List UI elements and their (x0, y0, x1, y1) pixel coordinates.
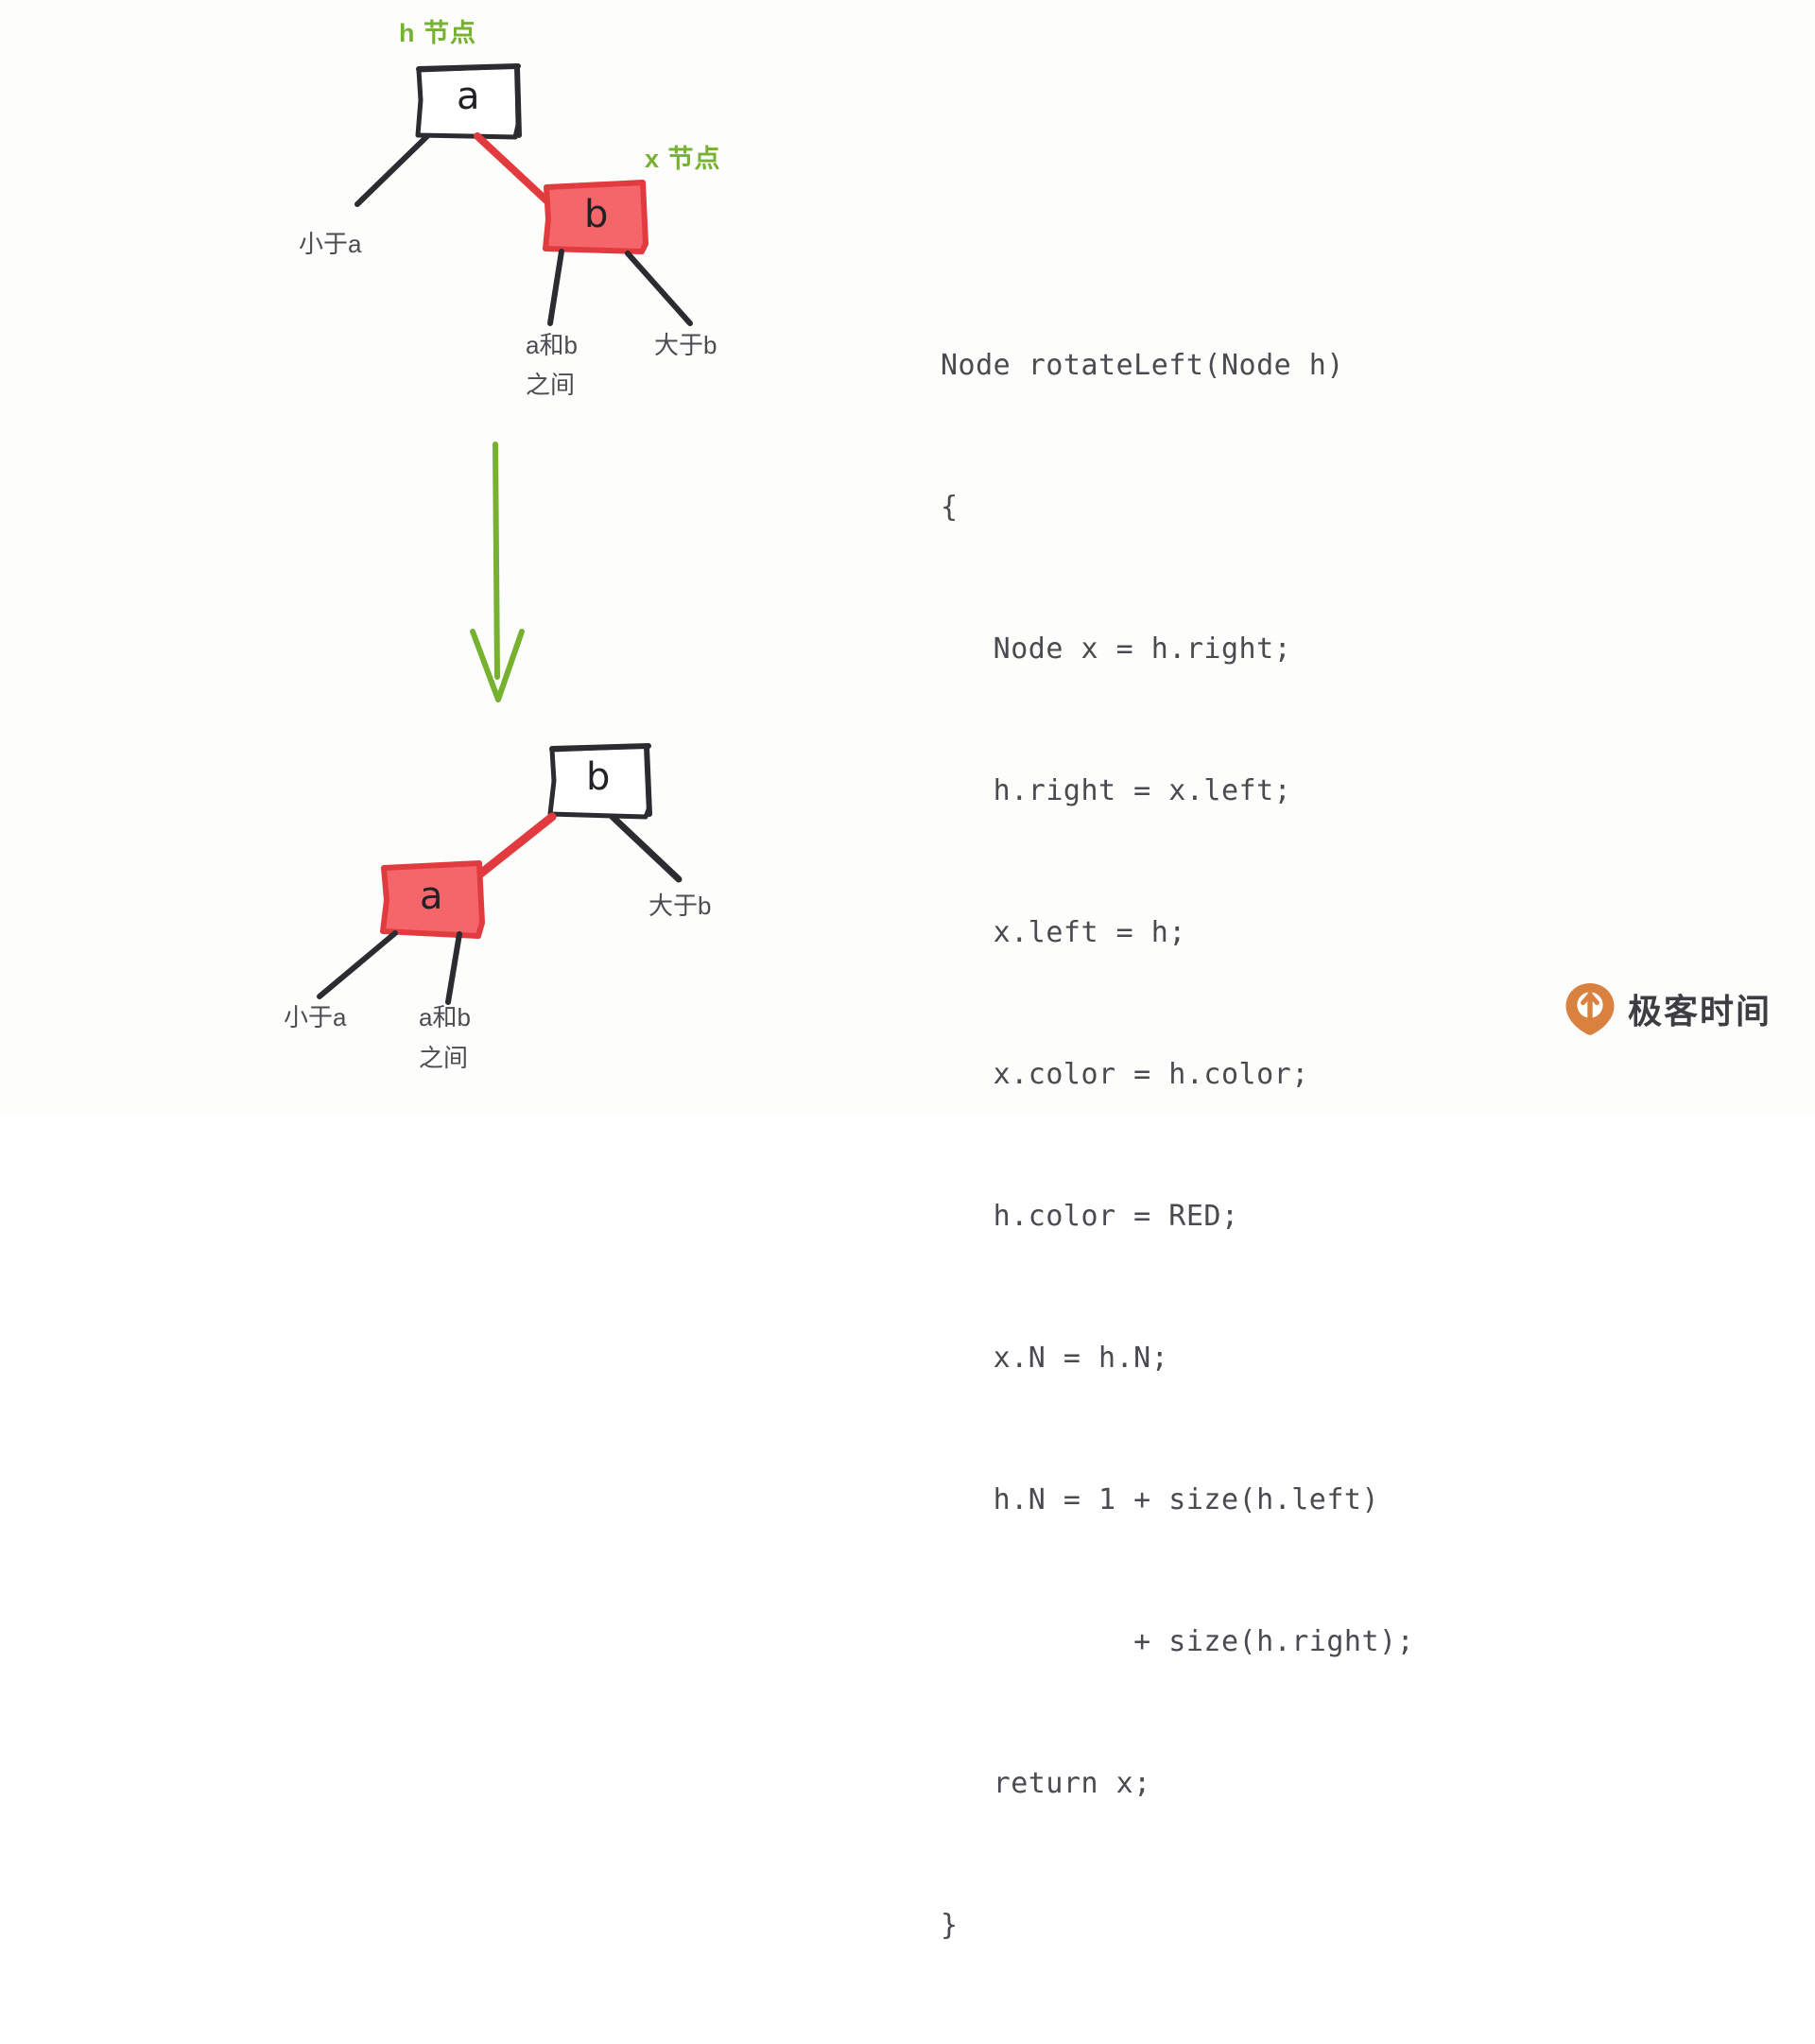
code-line: + size(h.right); (941, 1625, 1415, 1658)
after-edge-b-left-red (474, 812, 557, 880)
brand-name: 极客时间 (1628, 993, 1772, 1031)
after-subtree-label-between-line1: a和b (419, 1003, 471, 1031)
code-line: h.right = x.left; (941, 774, 1292, 807)
code-line: Node rotateLeft(Node h) (941, 349, 1344, 382)
code-line: Node x = h.right; (941, 632, 1292, 666)
code-line: x.color = h.color; (941, 1058, 1309, 1091)
code-line: } (941, 1909, 959, 1942)
diagram-vector-layer (317, 63, 693, 1005)
code-line: return x; (941, 1767, 1151, 1800)
after-edge-a-left (317, 930, 398, 999)
before-subtree-label-between-line1: a和b (526, 331, 578, 359)
code-block: Node rotateLeft(Node h) { Node x = h.rig… (941, 248, 1414, 2044)
after-edge-a-right (445, 931, 462, 1005)
brand-watermark: 极客时间 (1564, 981, 1772, 1036)
code-line: { (941, 491, 959, 524)
before-edge-b-left (547, 249, 564, 326)
code-line: x.N = h.N; (941, 1342, 1169, 1375)
after-subtree-label-greater-than-b: 大于b (648, 892, 712, 920)
before-node-b-letter: b (584, 193, 609, 236)
code-line: h.color = RED; (941, 1200, 1239, 1233)
before-subtree-label-greater-than-b: 大于b (654, 331, 717, 359)
geektime-pin-icon (1565, 983, 1615, 1035)
after-edge-b-right (609, 813, 683, 883)
code-line: x.left = h; (941, 916, 1186, 949)
after-subtree-label-between-line2: 之间 (419, 1044, 469, 1072)
before-node-a-letter: a (457, 75, 480, 118)
annotation-x-node: x 节点 (645, 145, 721, 173)
before-edge-a-right-red (474, 132, 550, 204)
after-node-b-letter: b (586, 755, 611, 799)
transform-arrow (470, 442, 525, 702)
before-subtree-label-less-than-a: 小于a (299, 230, 362, 258)
before-subtree-label-between-line2: 之间 (526, 371, 576, 399)
before-edge-a-left (354, 133, 430, 207)
illustration-canvas: h 节点 x 节点 a b 小于a a和b 之间 大于b b a 小于a a和b… (284, 19, 1772, 1943)
code-line: h.N = 1 + size(h.left) (941, 1483, 1380, 1516)
after-node-a-letter: a (420, 875, 443, 918)
before-edge-b-right (625, 251, 693, 326)
after-subtree-label-less-than-a: 小于a (284, 1003, 347, 1031)
annotation-h-node: h 节点 (399, 19, 476, 47)
